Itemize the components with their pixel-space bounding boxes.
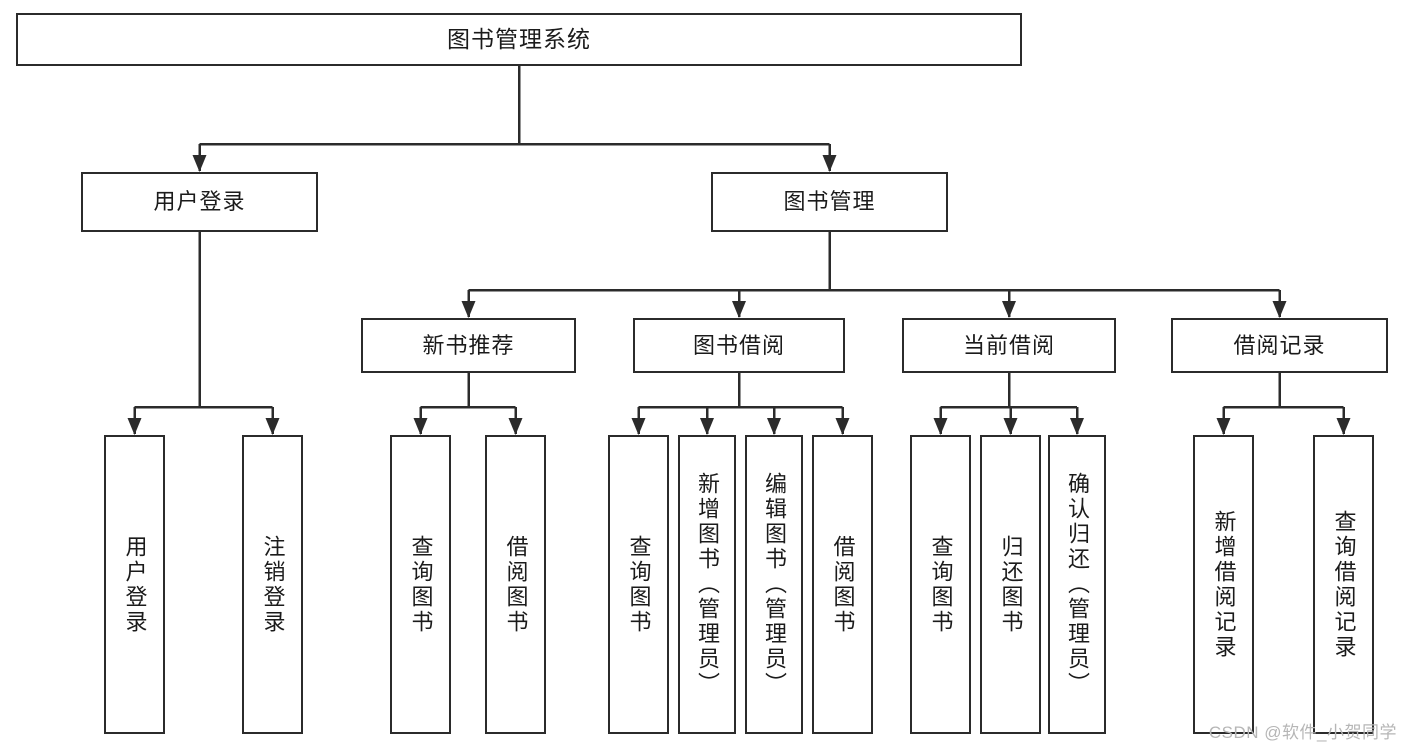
node-label: 借阅记录 [1233, 332, 1326, 358]
node-label: 查询图书 [626, 534, 652, 635]
node-l2-current[interactable]: 当前借阅 [902, 318, 1116, 373]
node-label: 当前借阅 [962, 332, 1055, 358]
node-label: 查询图书 [408, 534, 434, 635]
arrowhead-icon [461, 301, 476, 318]
node-label: 查询借阅记录 [1331, 509, 1357, 660]
arrowhead-icon [835, 418, 850, 435]
arrowhead-icon [700, 418, 714, 435]
node-label: 新增借阅记录 [1211, 509, 1237, 660]
node-label: 新增图书（管理员） [694, 472, 720, 697]
arrowhead-icon [1272, 301, 1287, 318]
arrowhead-icon [631, 418, 646, 435]
node-l1-manage[interactable]: 图书管理 [711, 172, 948, 232]
node-l3-a2[interactable]: 注销登录 [242, 435, 303, 734]
watermark-label: CSDN @软件_小贺同学 [1208, 723, 1397, 742]
arrowhead-icon [508, 418, 523, 435]
arrowhead-icon [192, 155, 207, 172]
arrowhead-icon [1002, 301, 1016, 318]
node-l2-record[interactable]: 借阅记录 [1171, 318, 1388, 373]
node-l1-login[interactable]: 用户登录 [81, 172, 318, 232]
arrowhead-icon [1070, 418, 1084, 435]
node-label: 借阅图书 [503, 534, 529, 635]
node-label: 查询图书 [928, 534, 954, 635]
node-label: 图书借阅 [692, 332, 785, 358]
arrowhead-icon [1336, 418, 1351, 435]
arrowhead-icon [127, 418, 142, 435]
node-label: 图书管理系统 [447, 25, 591, 52]
arrowhead-icon [732, 301, 746, 318]
arrowhead-icon [1216, 418, 1231, 435]
node-l2-borrow[interactable]: 图书借阅 [633, 318, 845, 373]
node-l3-d3[interactable]: 确认归还（管理员） [1048, 435, 1106, 734]
arrowhead-icon [265, 418, 280, 435]
node-l3-b1[interactable]: 查询图书 [390, 435, 451, 734]
node-label: 图书管理 [783, 189, 876, 215]
node-label: 用户登录 [122, 534, 148, 635]
node-l3-c3[interactable]: 编辑图书（管理员） [745, 435, 803, 734]
node-l3-b2[interactable]: 借阅图书 [485, 435, 546, 734]
node-l3-c2[interactable]: 新增图书（管理员） [678, 435, 736, 734]
node-label: 确认归还（管理员） [1064, 472, 1090, 697]
node-l3-a1[interactable]: 用户登录 [104, 435, 165, 734]
node-l3-d2[interactable]: 归还图书 [980, 435, 1041, 734]
node-label: 归还图书 [998, 534, 1024, 635]
node-label: 编辑图书（管理员） [761, 472, 787, 697]
node-l3-e1[interactable]: 新增借阅记录 [1193, 435, 1254, 734]
node-l3-d1[interactable]: 查询图书 [910, 435, 971, 734]
node-l3-c1[interactable]: 查询图书 [608, 435, 669, 734]
node-root[interactable]: 图书管理系统 [16, 13, 1022, 66]
arrowhead-icon [1003, 418, 1018, 435]
node-label: 注销登录 [260, 534, 286, 635]
node-label: 用户登录 [153, 189, 246, 215]
node-l2-newbook[interactable]: 新书推荐 [361, 318, 576, 373]
arrowhead-icon [933, 418, 948, 435]
node-l3-c4[interactable]: 借阅图书 [812, 435, 873, 734]
node-l3-e2[interactable]: 查询借阅记录 [1313, 435, 1374, 734]
arrowhead-icon [767, 418, 781, 435]
node-label: 新书推荐 [422, 332, 515, 358]
arrowhead-icon [413, 418, 428, 435]
arrowhead-icon [822, 155, 837, 172]
node-label: 借阅图书 [830, 534, 856, 635]
